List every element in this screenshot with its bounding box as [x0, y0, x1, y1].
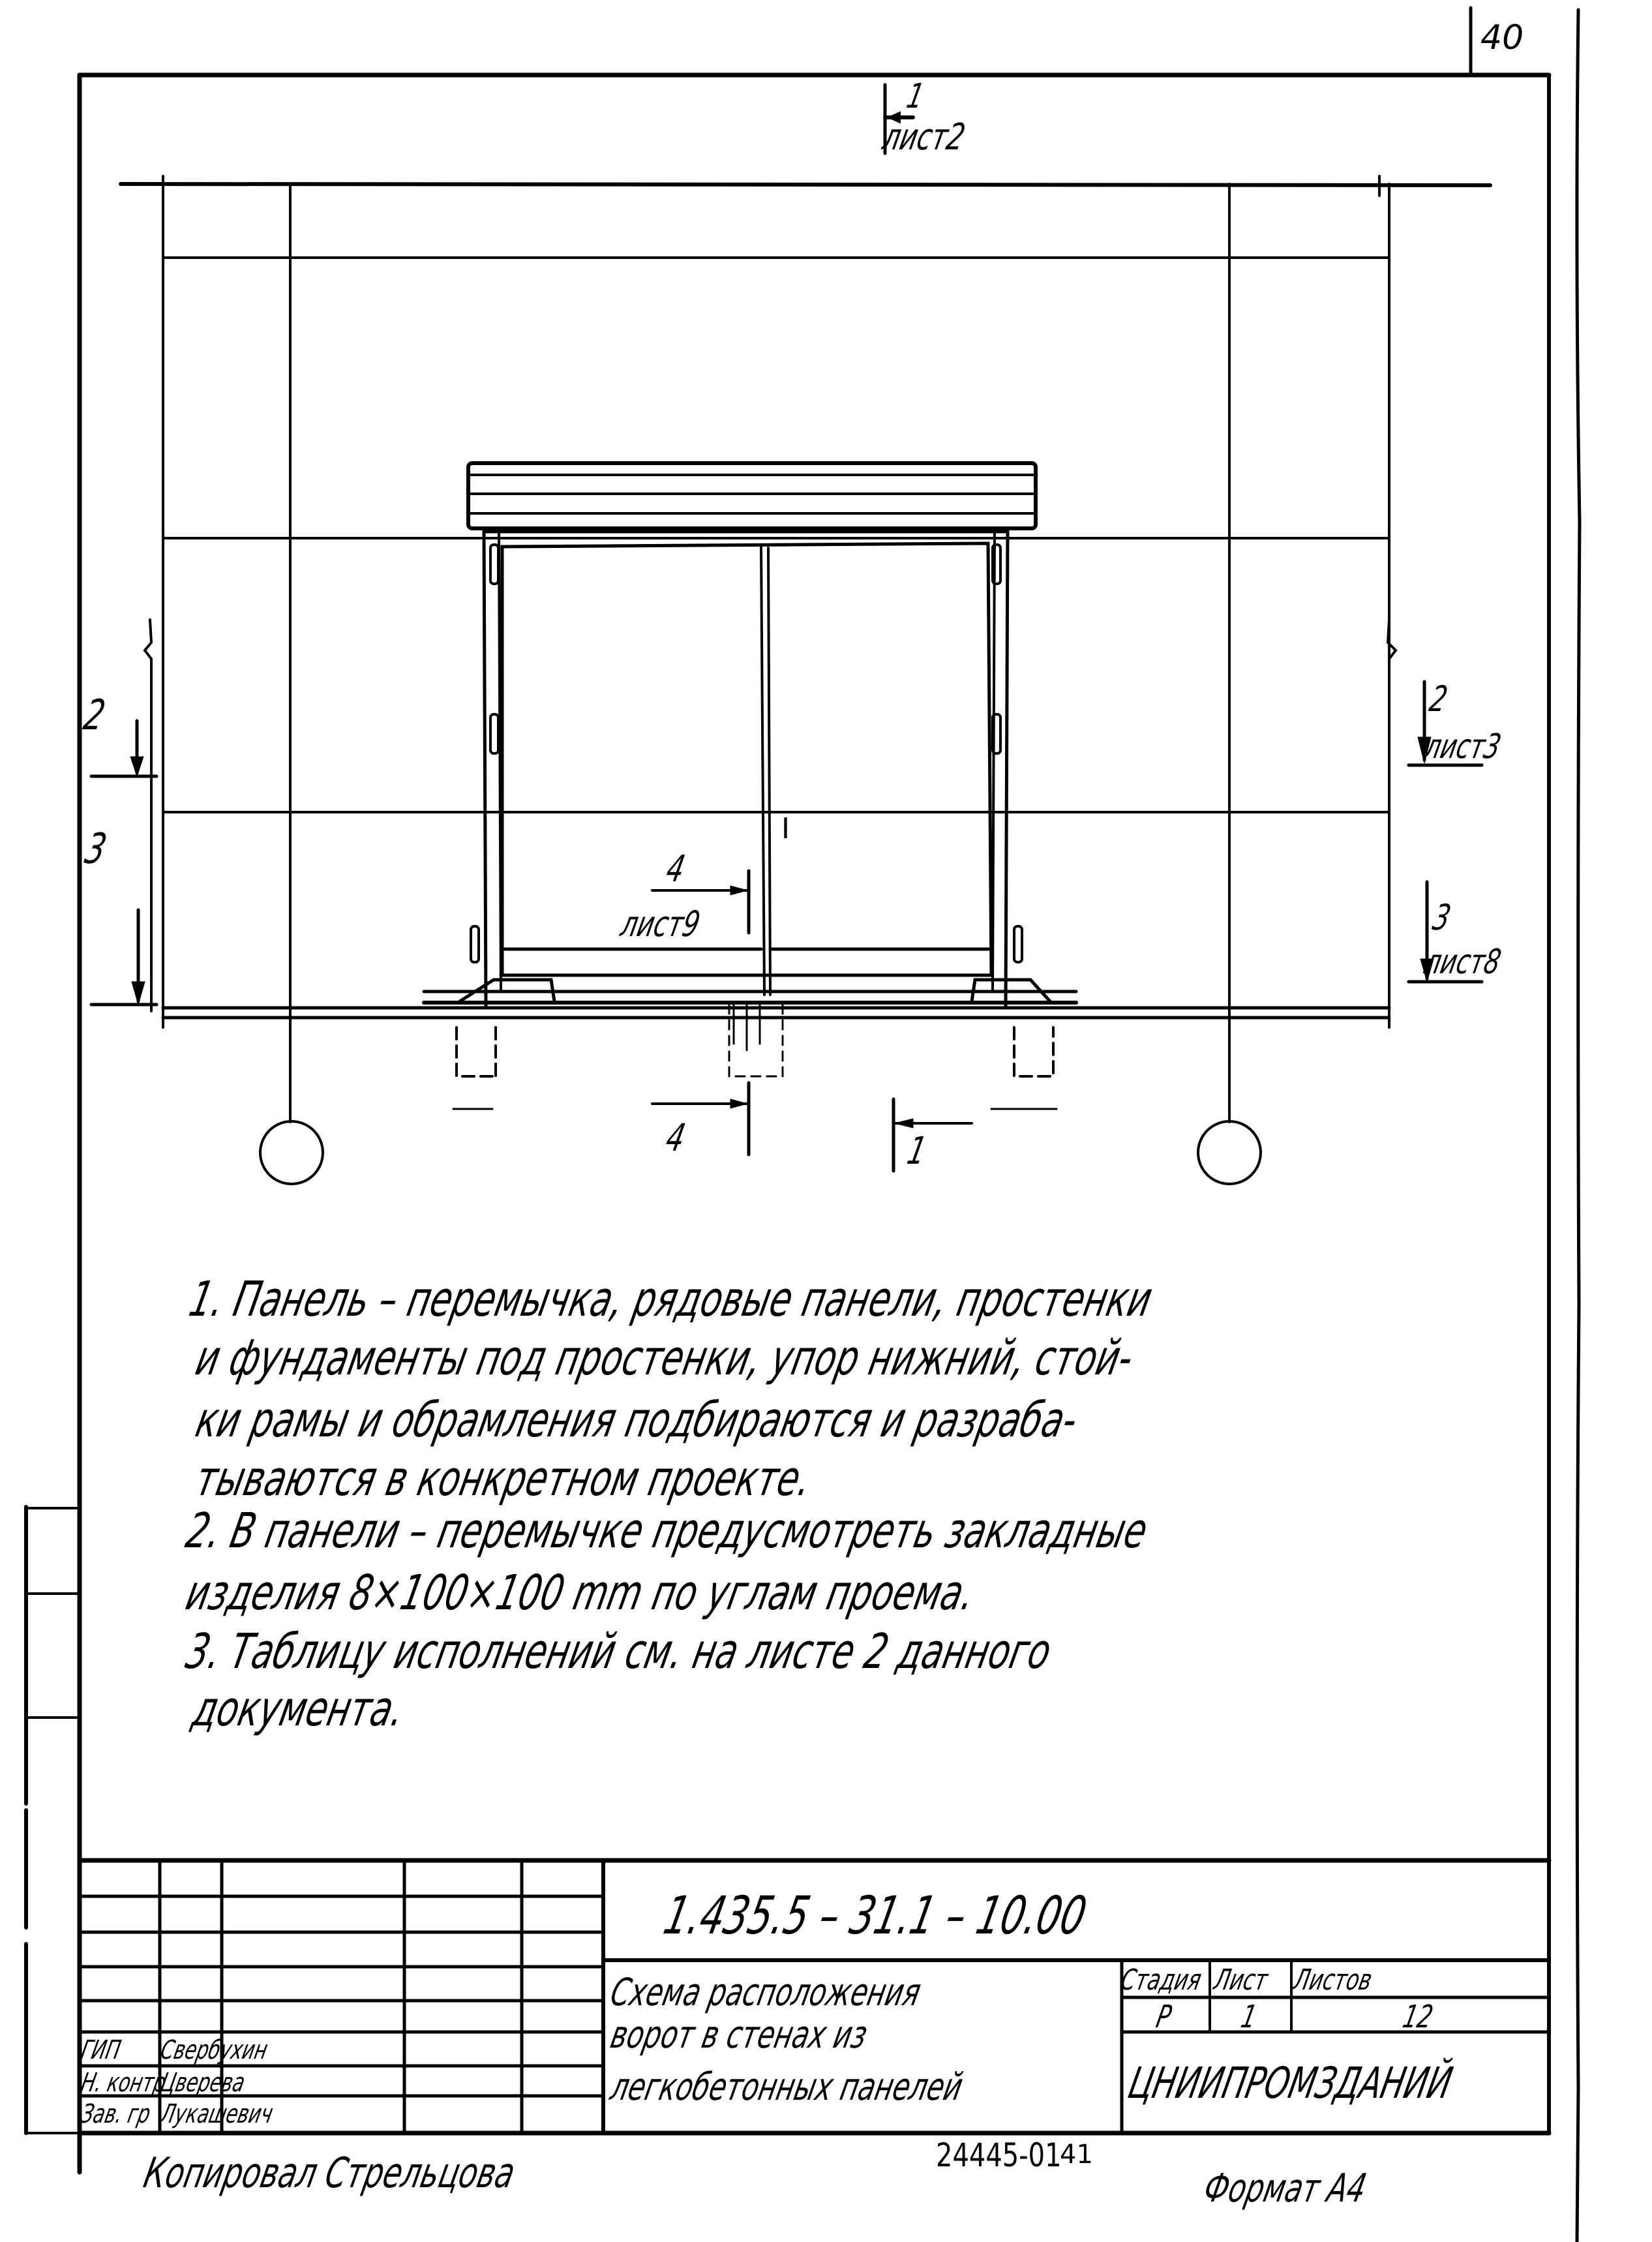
archive-suffix: 41 [1060, 2140, 1093, 2170]
copied-by: Копировал Стрельцова [140, 2149, 520, 2198]
section-2-right-ref: лист3 [1421, 727, 1505, 766]
note-line: изделия 8×100×100 mm по углам проема. [181, 1565, 980, 1621]
stage-header: Стадия [1118, 1963, 1205, 1997]
section-3-right-ref: лист8 [1421, 943, 1505, 982]
organization-name: ЦНИИПРОМЗДАНИЙ [1124, 2058, 1457, 2108]
signature-name: Цверева [158, 2068, 248, 2098]
page-number: 40 [1480, 18, 1524, 57]
section-1-top-ref: лист2 [879, 116, 969, 159]
sheet-header: Лист [1211, 1963, 1271, 1997]
signature-role: Зав. гр [78, 2099, 153, 2129]
signature-role: Н. контр [78, 2068, 169, 2098]
note-line: и фундаменты под простенки, упор нижний,… [190, 1330, 1139, 1386]
document-designation: 1.435.5 – 31.1 – 10.00 [659, 1885, 1092, 1946]
note-line: 1. Панель – перемычка, рядовые панели, п… [184, 1271, 1158, 1327]
sheets-header: Листов [1291, 1963, 1375, 1997]
note-line: документа. [187, 1681, 410, 1737]
section-4-center-ref: лист9 [617, 903, 704, 945]
signature-role: ГИП [78, 2035, 124, 2065]
signature-name: Лукашевич [158, 2099, 276, 2129]
note-line: 3. Таблицу исполнений см. на листе 2 дан… [181, 1624, 1057, 1680]
archive-number: 24445-01 [936, 2136, 1062, 2174]
note-line: тываются в конкретном проекте. [190, 1451, 817, 1507]
note-line: ки рамы и обрамления подбираются и разра… [190, 1392, 1083, 1448]
drawing-title-line: легкобетонных панелей [607, 2065, 967, 2109]
note-line: 2. В панели – перемычке предусмотреть за… [181, 1503, 1152, 1559]
door-mark: I [781, 812, 790, 845]
drawing-title-line: Схема расположения [607, 1970, 925, 2014]
drawing-title-line: ворот в стенах из [607, 2012, 871, 2057]
format-label: Формат А4 [1200, 2166, 1371, 2211]
signature-name: Свербухин [158, 2035, 271, 2065]
